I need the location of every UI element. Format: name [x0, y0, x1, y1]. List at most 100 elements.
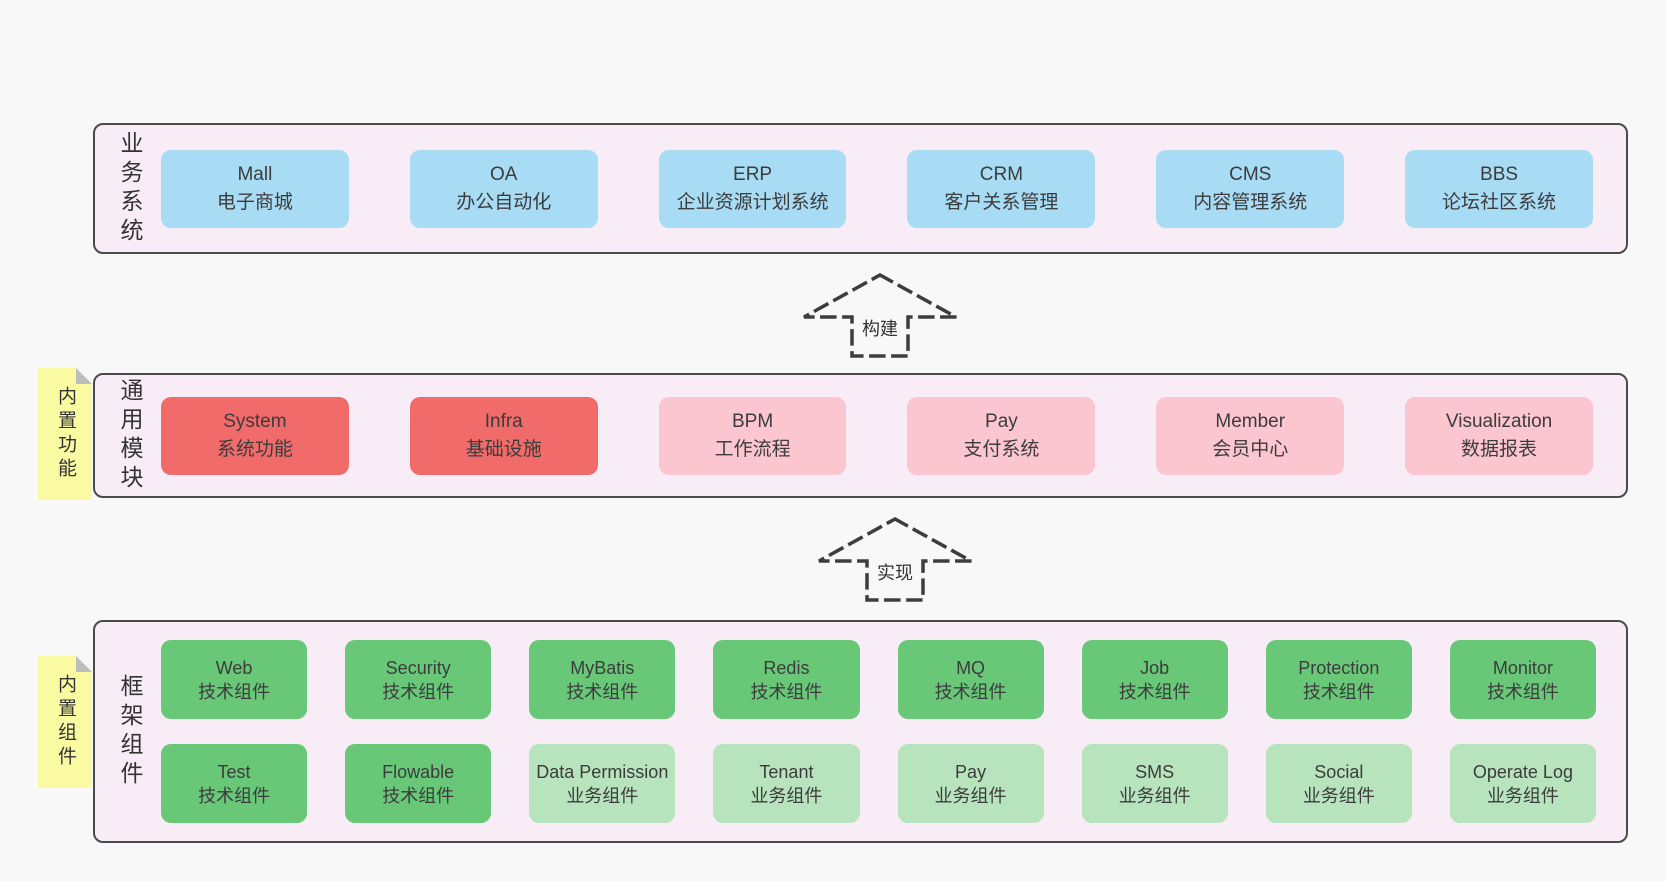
box-test: Test 技术组件 [161, 744, 308, 823]
box-name: Redis [763, 657, 810, 678]
box-protection: Protection 技术组件 [1265, 640, 1412, 719]
box-name: Pay [985, 410, 1018, 432]
box-name: CMS [1229, 163, 1272, 185]
box-name: Operate Log [1472, 761, 1573, 782]
box-desc: 技术组件 [750, 681, 823, 702]
box-name: Pay [955, 761, 987, 782]
box-crm: CRM 客户关系管理 [907, 149, 1096, 228]
box-bbs: BBS 论坛社区系统 [1405, 149, 1593, 228]
box-desc: 技术组件 [382, 681, 455, 702]
box-name: Job [1140, 657, 1170, 678]
box-name: Monitor [1492, 657, 1553, 678]
up-arrow-icon [818, 517, 972, 602]
box-security: Security 技术组件 [345, 640, 492, 719]
box-name: Mall [237, 163, 273, 185]
box-desc: 论坛社区系统 [1442, 191, 1557, 213]
common-modules-row: System 系统功能 Infra 基础设施 BPM 工作流程 Pay 支付系统… [149, 396, 1626, 475]
box-name: Tenant [759, 761, 814, 782]
box-visualization: Visualization 数据报表 [1405, 396, 1593, 475]
arrow-implement: 实现 [815, 516, 975, 604]
box-desc: 技术组件 [934, 681, 1007, 702]
box-bpm: BPM 工作流程 [658, 396, 847, 475]
sticky-note-text: 内置组件 [55, 674, 76, 770]
box-desc: 工作流程 [714, 438, 791, 460]
box-desc: 内容管理系统 [1193, 191, 1308, 213]
box-name: MQ [956, 657, 986, 678]
box-name: Security [385, 657, 451, 678]
box-name: Visualization [1445, 410, 1553, 432]
box-pay-module: Pay 支付系统 [907, 396, 1096, 475]
box-desc: 业务组件 [1302, 785, 1375, 806]
box-name: CRM [979, 163, 1024, 185]
box-desc: 支付系统 [963, 438, 1040, 460]
box-infra: Infra 基础设施 [409, 396, 598, 475]
box-desc: 技术组件 [1486, 681, 1559, 702]
box-name: Data Permission [536, 761, 669, 782]
box-sms: SMS 业务组件 [1081, 744, 1228, 823]
box-cms: CMS 内容管理系统 [1156, 149, 1345, 228]
sticky-note-builtin-components: 内置组件 [38, 656, 92, 788]
box-name: Member [1215, 410, 1286, 432]
up-arrow-icon [803, 273, 957, 358]
box-desc: 数据报表 [1461, 438, 1538, 460]
business-systems-row: Mall 电子商城 OA 办公自动化 ERP 企业资源计划系统 CRM 客户关系… [149, 149, 1626, 228]
sticky-note-text: 内置功能 [55, 386, 76, 482]
band-label-common-modules: 通用模块 [117, 377, 143, 494]
box-desc: 技术组件 [1302, 681, 1375, 702]
box-desc: 会员中心 [1212, 438, 1289, 460]
arrow-implement-label: 实现 [871, 558, 919, 586]
box-desc: 技术组件 [1118, 681, 1191, 702]
arrow-build-label: 构建 [856, 314, 904, 342]
box-desc: 电子商城 [216, 191, 293, 213]
framework-components-grid: Web 技术组件 Security 技术组件 MyBatis 技术组件 Redi… [149, 640, 1626, 823]
box-name: BPM [731, 410, 774, 432]
box-mq: MQ 技术组件 [897, 640, 1044, 719]
band-label-business-systems: 业务系统 [117, 130, 143, 247]
box-social: Social 业务组件 [1265, 744, 1412, 823]
box-desc: 办公自动化 [456, 191, 552, 213]
box-desc: 客户关系管理 [944, 191, 1059, 213]
band-business-systems: 业务系统 Mall 电子商城 OA 办公自动化 ERP 企业资源计划系统 CRM… [93, 123, 1628, 254]
box-mall: Mall 电子商城 [161, 149, 349, 228]
box-desc: 业务组件 [934, 785, 1007, 806]
box-name: Flowable [382, 761, 455, 782]
box-desc: 业务组件 [1118, 785, 1191, 806]
band-common-modules: 通用模块 System 系统功能 Infra 基础设施 BPM 工作流程 Pay… [93, 373, 1628, 498]
box-pay-component: Pay 业务组件 [897, 744, 1044, 823]
box-name: Web [215, 657, 253, 678]
box-desc: 企业资源计划系统 [676, 191, 829, 213]
box-name: Test [217, 761, 251, 782]
box-system: System 系统功能 [161, 396, 349, 475]
box-desc: 技术组件 [382, 785, 455, 806]
box-name: OA [490, 163, 518, 185]
sticky-note-builtin-features: 内置功能 [38, 368, 92, 500]
box-web: Web 技术组件 [161, 640, 308, 719]
box-desc: 基础设施 [465, 438, 542, 460]
band-label-framework-components: 框架组件 [117, 673, 143, 790]
box-desc: 业务组件 [566, 785, 639, 806]
box-name: SMS [1135, 761, 1175, 782]
band-framework-components: 框架组件 Web 技术组件 Security 技术组件 MyBatis 技术组件… [93, 620, 1628, 843]
box-erp: ERP 企业资源计划系统 [658, 149, 847, 228]
box-desc: 业务组件 [750, 785, 823, 806]
box-name: ERP [733, 163, 773, 185]
arrow-build: 构建 [800, 272, 960, 360]
box-name: Infra [484, 410, 523, 432]
box-desc: 技术组件 [198, 681, 271, 702]
box-name: MyBatis [570, 657, 635, 678]
box-job: Job 技术组件 [1081, 640, 1228, 719]
box-oa: OA 办公自动化 [409, 149, 598, 228]
box-name: BBS [1480, 163, 1519, 185]
box-member: Member 会员中心 [1156, 396, 1345, 475]
box-data-permission: Data Permission 业务组件 [529, 744, 676, 823]
box-name: System [223, 410, 287, 432]
box-desc: 业务组件 [1486, 785, 1559, 806]
box-tenant: Tenant 业务组件 [713, 744, 860, 823]
box-flowable: Flowable 技术组件 [345, 744, 492, 823]
box-name: Social [1314, 761, 1364, 782]
box-desc: 技术组件 [566, 681, 639, 702]
box-redis: Redis 技术组件 [713, 640, 860, 719]
box-name: Protection [1298, 657, 1380, 678]
box-desc: 系统功能 [216, 438, 293, 460]
box-mybatis: MyBatis 技术组件 [529, 640, 676, 719]
